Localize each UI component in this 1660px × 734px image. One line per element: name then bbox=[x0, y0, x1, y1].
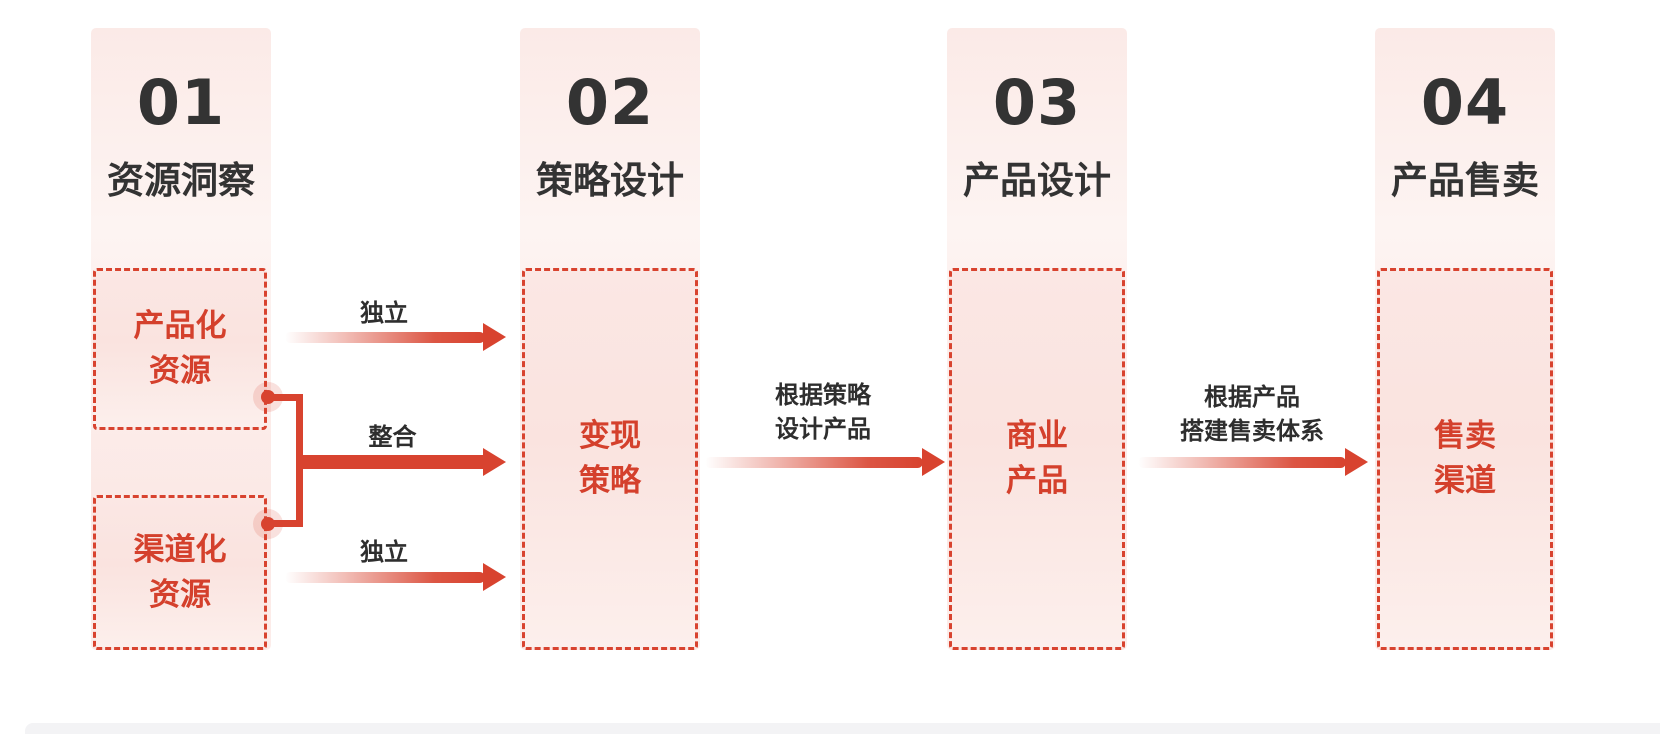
box-label-line: 产品 bbox=[1006, 463, 1068, 499]
stage-1-number: 01 bbox=[136, 66, 226, 139]
arrow-label-line: 根据策略 bbox=[775, 381, 871, 409]
box-label-line: 商业 bbox=[1006, 418, 1068, 455]
box-productized-resources: 产品化 资源 bbox=[93, 268, 267, 430]
stage-3-number: 03 bbox=[992, 66, 1082, 139]
stage-2-title: 策略设计 bbox=[536, 159, 684, 202]
box-channelized-resources: 渠道化 资源 bbox=[93, 495, 267, 650]
arrowhead-icon bbox=[483, 323, 506, 351]
stage-2-number: 02 bbox=[565, 66, 655, 139]
arrow-product-to-sales bbox=[1138, 457, 1346, 468]
box-label-line: 产品化 bbox=[133, 308, 227, 345]
arrow-label-independent-top: 独立 bbox=[360, 299, 408, 327]
arrow-label-strategy-to-product: 根据策略 设计产品 bbox=[703, 378, 943, 446]
arrowhead-icon bbox=[922, 448, 945, 476]
stage-4-title: 产品售卖 bbox=[1391, 159, 1539, 202]
arrow-independent-bottom bbox=[285, 572, 485, 583]
box-sales-channel: 售卖 渠道 bbox=[1377, 268, 1553, 650]
box-label-line: 资源 bbox=[149, 353, 211, 389]
arrow-independent-top bbox=[285, 332, 485, 343]
box-monetization-strategy: 变现 策略 bbox=[522, 268, 698, 650]
arrowhead-icon bbox=[1345, 448, 1368, 476]
arrow-label-merge: 整合 bbox=[368, 423, 417, 451]
bottom-section-edge bbox=[25, 723, 1660, 734]
stage-1-title: 资源洞察 bbox=[107, 159, 255, 202]
arrow-strategy-to-product bbox=[705, 457, 923, 468]
box-label-line: 渠道化 bbox=[133, 531, 227, 568]
box-label-line: 策略 bbox=[579, 463, 641, 499]
box-label-line: 售卖 bbox=[1434, 418, 1496, 455]
arrow-label-line: 设计产品 bbox=[775, 415, 871, 443]
stage-3-title: 产品设计 bbox=[963, 159, 1111, 202]
arrowhead-icon bbox=[483, 448, 506, 476]
arrow-label-product-to-sales: 根据产品 搭建售卖体系 bbox=[1132, 380, 1372, 448]
arrow-label-independent-bottom: 独立 bbox=[360, 538, 408, 566]
connector-line bbox=[268, 394, 302, 401]
stage-4-number: 04 bbox=[1420, 66, 1510, 139]
arrow-label-line: 根据产品 bbox=[1204, 383, 1300, 411]
box-label-line: 资源 bbox=[149, 576, 211, 613]
connector-line bbox=[268, 520, 302, 527]
arrow-merge bbox=[298, 455, 485, 469]
arrow-label-line: 搭建售卖体系 bbox=[1180, 417, 1324, 445]
arrowhead-icon bbox=[483, 563, 506, 591]
box-label-line: 变现 bbox=[579, 418, 641, 455]
box-label-line: 渠道 bbox=[1434, 463, 1496, 499]
box-commercial-product: 商业 产品 bbox=[949, 268, 1125, 650]
